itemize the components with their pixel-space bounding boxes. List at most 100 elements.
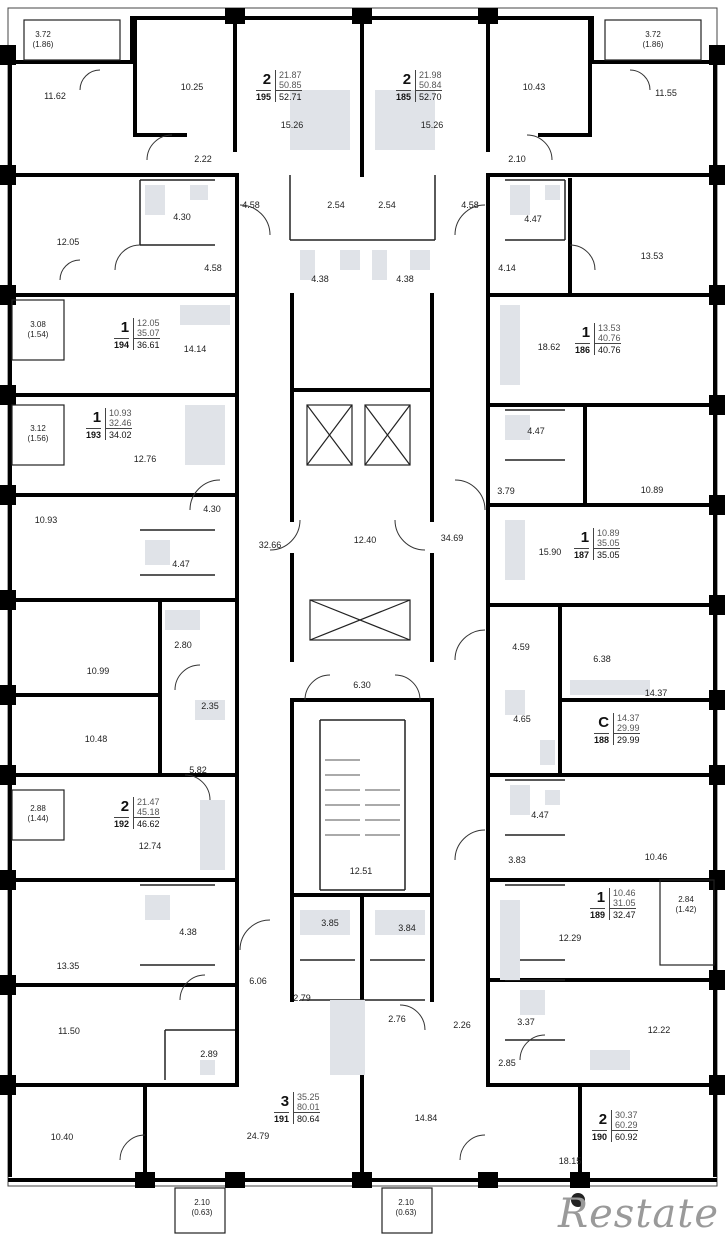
apartment-living-area: 30.37 — [615, 1110, 638, 1120]
room-area-label: 10.93 — [34, 515, 58, 525]
room-area-label: 12.51 — [349, 866, 373, 876]
apartment-area: 60.29 — [615, 1120, 638, 1130]
room-area-label: 10.46 — [644, 852, 668, 862]
room-area-label: 13.53 — [640, 251, 664, 261]
room-area-label: 3.84 — [398, 923, 416, 933]
balcony-outlines — [11, 19, 715, 1234]
balcony-label: 2.10(0.63) — [191, 1198, 213, 1217]
room-area-label: 4.38 — [396, 274, 414, 284]
room-area-label: 10.43 — [522, 82, 546, 92]
apartment-number: 195 — [256, 90, 272, 102]
apartment-area: 50.84 — [419, 80, 442, 90]
room-area-label: 4.38 — [179, 927, 197, 937]
apartment-rooms: 2 — [262, 71, 272, 88]
apartment-rooms: 1 — [581, 324, 591, 341]
apartment-living-area: 13.53 — [598, 323, 621, 333]
room-area-label: 2.10 — [508, 154, 526, 164]
apartment-total-area: 52.70 — [415, 90, 442, 102]
room-area-label: 2.80 — [174, 640, 192, 650]
room-area-label: 18.62 — [537, 342, 561, 352]
room-area-label: 12.74 — [138, 841, 162, 851]
room-area-label: 34.69 — [440, 533, 464, 543]
apartment-rooms: 1 — [92, 409, 102, 426]
room-area-label: 6.30 — [353, 680, 371, 690]
room-area-label: 4.47 — [172, 559, 190, 569]
room-area-label: 2.89 — [200, 1049, 218, 1059]
room-area-label: 15.90 — [538, 547, 562, 557]
room-area-label: 2.54 — [378, 200, 396, 210]
room-area-label: 11.50 — [58, 1026, 80, 1036]
room-area-label: 3.37 — [517, 1017, 535, 1027]
apartment-living-area: 14.37 — [617, 713, 640, 723]
apartment-total-area: 35.05 — [593, 548, 620, 560]
room-area-label: 4.65 — [513, 714, 531, 724]
apartment-number: 186 — [575, 343, 591, 355]
apartment-rooms: С — [598, 714, 610, 731]
balcony-label: 2.84(1.42) — [675, 895, 697, 914]
room-area-label: 4.58 — [242, 200, 260, 210]
apartment-living-area: 10.93 — [109, 408, 132, 418]
room-area-label: 4.59 — [512, 642, 530, 652]
room-area-label: 14.14 — [183, 344, 207, 354]
pilasters — [0, 8, 725, 1188]
room-area-label: 10.99 — [86, 666, 110, 676]
room-area-label: 2.26 — [453, 1020, 471, 1030]
room-area-label: 2.22 — [194, 154, 212, 164]
apartment-rooms: 2 — [598, 1111, 608, 1128]
room-area-label: 15.26 — [420, 120, 444, 130]
apartment-number: 194 — [114, 338, 130, 350]
room-area-label: 4.30 — [203, 504, 221, 514]
balcony-label: 2.88(1.44) — [27, 804, 49, 823]
apartment-living-area: 21.47 — [137, 797, 160, 807]
room-area-label: 4.47 — [527, 426, 545, 436]
balcony-label: 3.08(1.54) — [27, 320, 49, 339]
room-area-label: 13.35 — [56, 961, 80, 971]
apartment-area: 45.18 — [137, 807, 160, 817]
room-area-label: 10.25 — [180, 82, 204, 92]
apartment-number: 193 — [86, 428, 102, 440]
apartment-area: 35.07 — [137, 328, 160, 338]
balcony-label: 3.12(1.56) — [27, 424, 49, 443]
apartment-rooms: 1 — [580, 529, 590, 546]
room-area-label: 6.06 — [249, 976, 267, 986]
room-area-label: 4.38 — [311, 274, 329, 284]
room-area-label: 4.58 — [461, 200, 479, 210]
room-area-label: 15.26 — [280, 120, 304, 130]
apartment-number: 189 — [590, 908, 606, 920]
apartment-number: 188 — [594, 733, 610, 745]
room-area-label: 3.79 — [497, 486, 515, 496]
room-area-label: 11.62 — [44, 91, 66, 101]
apartment-rooms: 2 — [402, 71, 412, 88]
apartment-area: 80.01 — [297, 1102, 320, 1112]
room-area-label: 4.30 — [173, 212, 191, 222]
stairs — [325, 759, 400, 836]
apartment-total-area: 32.47 — [609, 908, 636, 920]
room-area-label: 10.40 — [50, 1132, 74, 1142]
apartment-living-area: 21.87 — [279, 70, 302, 80]
apartment-rooms: 2 — [120, 798, 130, 815]
door-swings — [59, 69, 651, 1161]
balcony-label: 3.72(1.86) — [32, 30, 54, 49]
room-area-label: 18.15 — [558, 1156, 582, 1166]
room-area-label: 6.38 — [593, 654, 611, 664]
apartment-total-area: 34.02 — [105, 428, 132, 440]
room-area-label: 2.35 — [201, 701, 219, 711]
room-area-label: 11.55 — [655, 88, 677, 98]
room-area-label: 4.47 — [531, 810, 549, 820]
room-area-label: 12.05 — [56, 237, 80, 247]
room-area-label: 4.14 — [498, 263, 516, 273]
room-area-label: 12.76 — [133, 454, 157, 464]
apartment-number: 185 — [396, 90, 412, 102]
